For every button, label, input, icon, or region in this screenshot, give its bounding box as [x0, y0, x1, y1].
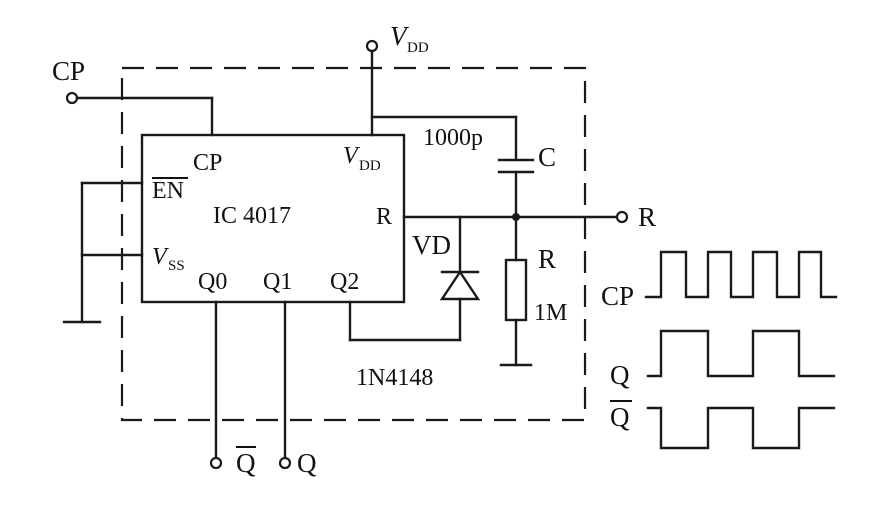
diode-part: 1N4148	[356, 365, 433, 391]
diode-triangle	[439, 269, 481, 301]
ic-vdd-pin: V	[343, 143, 360, 169]
diode-name: VD	[412, 230, 451, 260]
vdd-supply-sub: DD	[407, 40, 429, 56]
capacitor-value: 1000p	[423, 125, 483, 151]
r-output-label: R	[638, 202, 656, 232]
q-output-terminal	[278, 456, 292, 470]
ic-q1-pin: Q1	[263, 269, 292, 295]
resistor-value: 1M	[534, 300, 567, 326]
ic-vss-pin: V	[152, 244, 169, 270]
ic-vss-pin-sub: SS	[168, 258, 185, 274]
ic-r-pin: R	[376, 204, 392, 230]
ic-4017-body	[140, 133, 406, 304]
resistor-name: R	[538, 244, 556, 274]
q-output-label: Q	[297, 448, 317, 478]
cp-input-terminal	[65, 91, 79, 105]
qbar-output-label: Q	[236, 448, 256, 478]
wave-qbar	[646, 406, 836, 450]
qbar-output-terminal	[209, 456, 223, 470]
vdd-terminal	[365, 39, 379, 53]
ic-en-pin: EN	[152, 178, 184, 204]
wave-cp-label: CP	[601, 281, 634, 311]
ic-q2-pin: Q2	[330, 269, 359, 295]
ic-name: IC 4017	[213, 203, 291, 229]
resistor	[504, 258, 528, 322]
ic-q0-pin: Q0	[198, 269, 227, 295]
cp-input-label: CP	[52, 56, 85, 86]
ic-vdd-pin-sub: DD	[359, 158, 381, 174]
wave-q	[646, 329, 836, 378]
wave-qbar-label: Q	[610, 402, 630, 432]
wave-cp	[644, 250, 838, 299]
r-output-terminal	[615, 210, 629, 224]
vdd-supply-label: V	[390, 21, 410, 51]
capacitor-name: C	[538, 142, 556, 172]
wave-q-label: Q	[610, 360, 630, 390]
ic-cp-pin: CP	[193, 150, 222, 176]
